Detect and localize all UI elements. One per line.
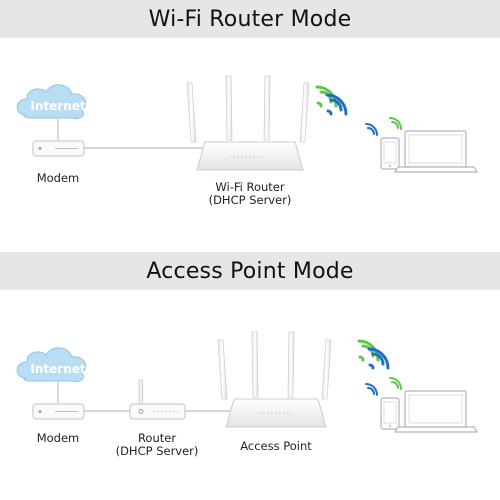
modem-icon (32, 140, 85, 157)
router-label-line1: Router (137, 431, 177, 445)
router-icon (186, 75, 310, 171)
modem-label: Modem (36, 431, 80, 445)
router-label-line2: (DHCP Server) (115, 444, 199, 458)
phone-icon (380, 397, 400, 430)
phone-icon (380, 137, 400, 170)
laptop-icon (393, 130, 479, 173)
wifi-signal-icon (315, 85, 348, 116)
router-label: Router (DHCP Server) (112, 432, 202, 458)
cloud-label: Internet (30, 362, 86, 376)
section-title: Access Point Mode (146, 258, 354, 284)
laptop-icon (393, 390, 479, 433)
section-title: Wi-Fi Router Mode (148, 6, 352, 32)
modem-icon (32, 403, 85, 420)
wifi-signal-icon (365, 117, 402, 136)
router-label: Wi-Fi Router (DHCP Server) (200, 181, 300, 207)
section-banner-wifi-router-mode: Wi-Fi Router Mode (0, 0, 500, 38)
wifi-signal-icon (357, 339, 390, 370)
router-icon (217, 331, 332, 428)
router-label-line2: (DHCP Server) (208, 193, 292, 207)
cloud-icon (16, 84, 87, 119)
modem-label: Modem (36, 171, 80, 185)
cloud-label: Internet (30, 99, 86, 113)
router-icon (129, 379, 186, 420)
section-banner-access-point-mode: Access Point Mode (0, 252, 500, 290)
router-label-line1: Wi-Fi Router (215, 180, 285, 194)
cloud-icon (16, 347, 87, 382)
access-point-label: Access Point (240, 439, 312, 453)
wifi-signal-icon (365, 377, 402, 396)
